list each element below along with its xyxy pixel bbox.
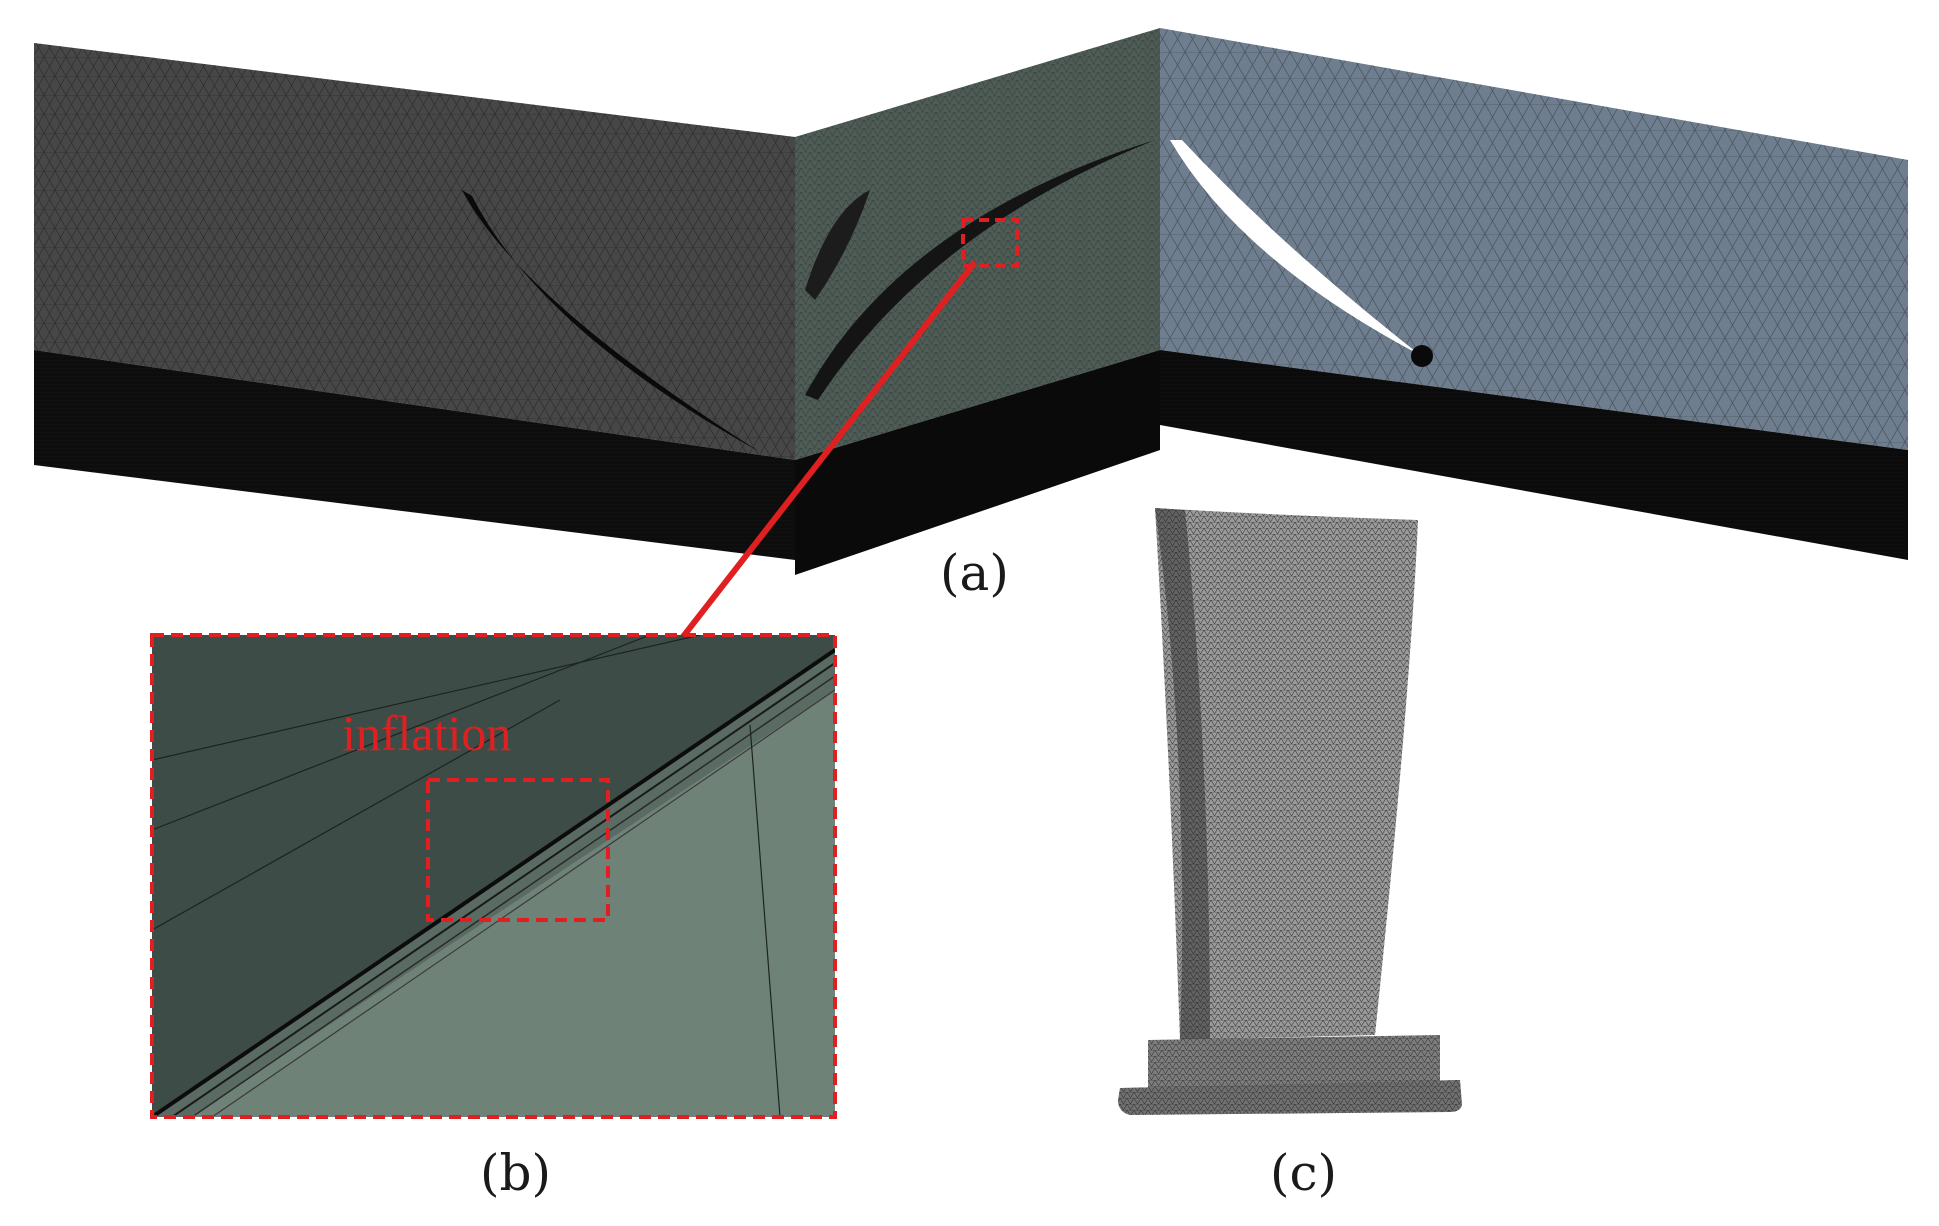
- blade-mesh: [1118, 508, 1462, 1115]
- right-passage-mesh: [1160, 28, 1908, 560]
- detail-highlight-box: [961, 218, 1019, 268]
- inflation-highlight-box: [426, 778, 610, 922]
- label-c: (c): [1270, 1144, 1338, 1202]
- zoom-inset: [150, 633, 837, 1119]
- left-passage-mesh: [34, 43, 795, 560]
- middle-passage-mesh: [795, 28, 1160, 575]
- label-b: (b): [480, 1144, 552, 1202]
- label-a: (a): [940, 544, 1009, 602]
- inflation-label: inflation: [342, 705, 512, 761]
- right-blade-profile: [1170, 140, 1420, 355]
